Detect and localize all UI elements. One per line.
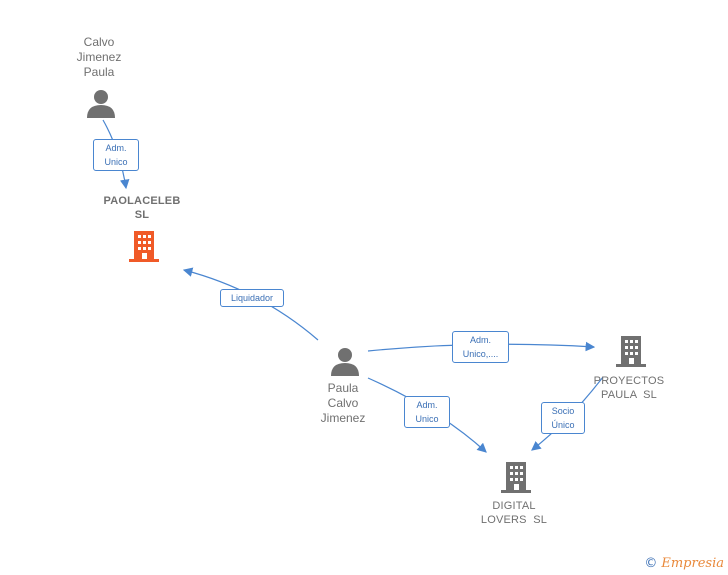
edge-label-adm-unico-top[interactable]: Adm. Unico — [93, 139, 139, 171]
building-icon[interactable] — [500, 460, 532, 494]
company-paolaceleb-name[interactable]: PAOLACELEB SL — [103, 195, 181, 221]
copyright-icon: © — [644, 556, 658, 571]
person-icon[interactable] — [86, 88, 116, 118]
person-center-name[interactable]: Paula Calvo Jimenez — [320, 381, 366, 425]
edge-label-liquidador[interactable]: Liquidador — [220, 289, 284, 307]
edge-label-adm-unico-digital[interactable]: Adm. Unico — [404, 396, 450, 428]
person-icon[interactable] — [330, 346, 360, 376]
building-icon[interactable] — [615, 334, 647, 368]
edge-label-socio-unico[interactable]: Socio Único — [541, 402, 585, 434]
building-icon-highlight[interactable] — [128, 229, 160, 263]
person-top-name[interactable]: Calvo Jimenez Paula — [76, 35, 122, 79]
company-digital-name[interactable]: DIGITAL LOVERS SL — [480, 500, 548, 526]
empresia-logo: ©Empresia — [644, 556, 724, 571]
company-proyectos-name[interactable]: PROYECTOS PAULA SL — [593, 375, 665, 401]
edge-label-adm-unico-proyectos[interactable]: Adm. Unico,.... — [452, 331, 509, 363]
